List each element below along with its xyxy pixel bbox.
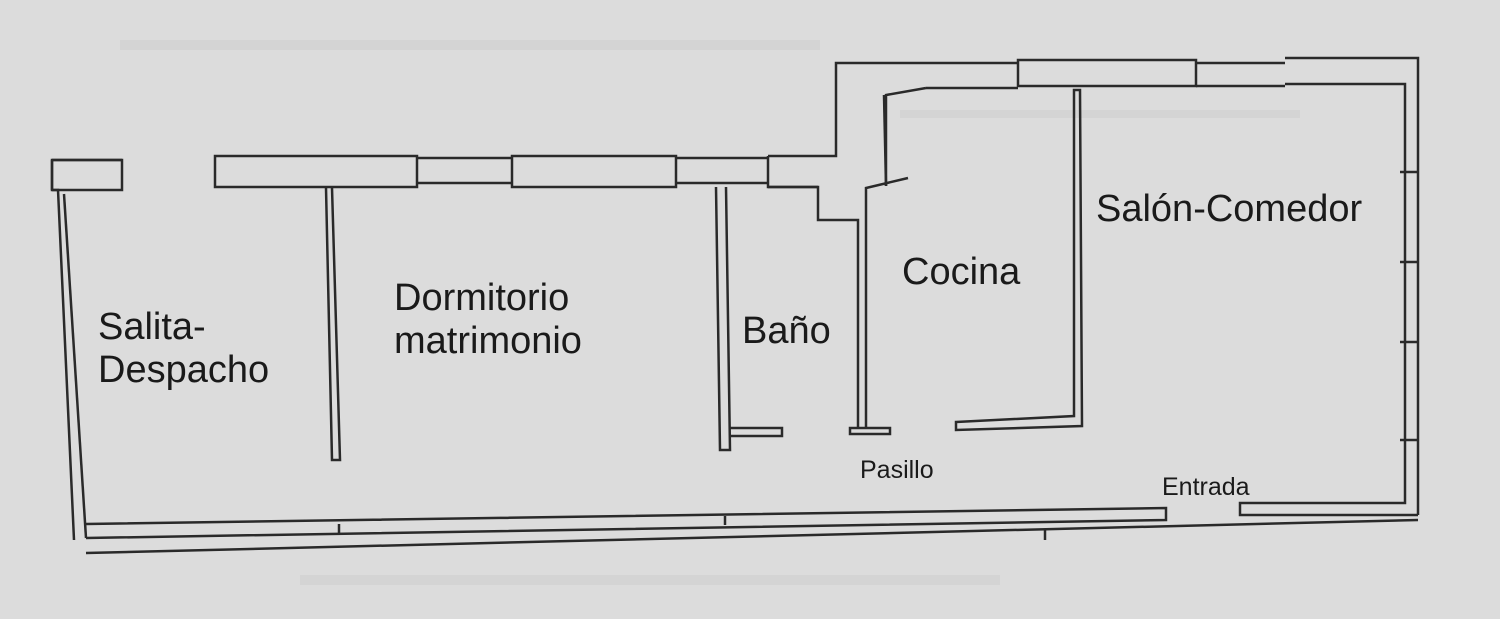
label-dormitorio: Dormitorio matrimonio (394, 277, 582, 362)
wall-bano-cocina-end (848, 426, 892, 436)
label-salon: Salón-Comedor (1096, 188, 1363, 230)
label-salita-line2: Despacho (98, 348, 270, 391)
west-wall (50, 160, 88, 541)
north-wall-left (50, 61, 926, 428)
wall-cocina-salon (954, 88, 1084, 432)
south-wall (85, 506, 1419, 555)
wall-segment-north-2 (510, 154, 678, 189)
wall-segment-north-3 (1016, 58, 1198, 88)
label-entrada: Entrada (1162, 473, 1250, 501)
east-wall-ticks (1400, 170, 1418, 442)
label-salita-line1: Salita- (98, 306, 206, 348)
wall-bano-stub (730, 426, 784, 438)
label-pasillo: Pasillo (860, 456, 934, 484)
label-dormitorio-line2: matrimonio (394, 319, 582, 362)
wall-dormitorio-bano (714, 186, 732, 452)
wall-step-up (768, 61, 926, 158)
north-wall-right (926, 56, 1420, 517)
wall-cocina-west (864, 176, 909, 428)
label-dormitorio-line1: Dormitorio (394, 277, 570, 319)
label-salita: Salita- Despacho (98, 306, 269, 391)
label-cocina: Cocina (902, 251, 1021, 293)
wall-salita-dormitorio (324, 187, 342, 462)
label-bano: Baño (742, 310, 831, 352)
wall-segment-north-1 (213, 154, 419, 189)
